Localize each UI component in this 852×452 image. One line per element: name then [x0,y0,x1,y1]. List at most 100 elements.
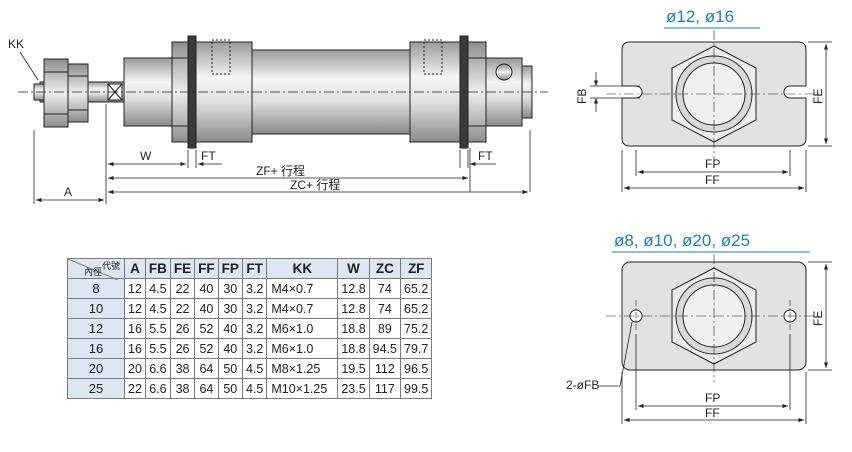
table-cell: 64 [194,378,219,399]
table-cell: 26 [169,338,196,359]
front-top-label-fe: FE [811,89,825,104]
table-cell: 4.5 [241,378,268,399]
table-cell: 30 [217,278,243,299]
table-cell: 40 [217,338,243,359]
table-cell: 30 [217,298,243,319]
col-header: KK [266,258,339,279]
front-bottom-label-2fb: 2-øFB [566,378,599,392]
front-view-bottom [606,254,822,382]
table-corner-cell: 代號 內徑 [67,258,125,280]
table-cell: 12 [124,278,146,299]
table-cell: 65.2 [400,298,433,319]
table-cell: 94.5 [368,338,402,359]
table-cell: 74 [368,298,402,319]
table-cell: M6×1.0 [266,318,339,339]
table-cell: 75.2 [400,318,433,339]
col-header: FF [194,258,219,279]
bore-cell: 12 [67,318,125,339]
side-view-dimensions [19,51,531,204]
front-bottom-title: ø8, ø10, ø20, ø25 [614,231,750,250]
col-header: FB [144,258,171,279]
table-cell: 12.8 [337,278,370,299]
table-cell: 22 [169,278,196,299]
table-cell: 16 [124,318,146,339]
label-zc: ZC+ 行程 [290,177,340,192]
front-bottom-dimensions [598,261,832,424]
table-cell: 12.8 [337,298,370,319]
col-header: FP [217,258,243,279]
table-cell: 64 [194,358,219,379]
table-cell: 52 [194,318,219,339]
table-cell: 5.5 [144,338,171,359]
table-cell: 5.5 [144,318,171,339]
bore-cell: 20 [67,358,125,379]
table-cell: 18.8 [337,318,370,339]
table-cell: 50 [217,358,243,379]
label-zf: ZF+ 行程 [256,163,305,178]
table-cell: M6×1.0 [266,338,339,359]
table-cell: 38 [169,378,196,399]
table-cell: 112 [368,358,402,379]
bore-cell: 8 [67,278,125,299]
table-cell: 23.5 [337,378,370,399]
table-cell: 38 [169,358,196,379]
col-header: FE [169,258,196,279]
table-cell: 3.2 [241,318,268,339]
label-ft-right: FT [478,149,493,163]
table-cell: 40 [194,298,219,319]
table-cell: 22 [169,298,196,319]
table-cell: 19.5 [337,358,370,379]
table-cell: M4×0.7 [266,278,339,299]
corner-label-bore: 內徑 [84,267,103,277]
bore-cell: 10 [67,298,125,319]
cylinder-side-view [18,35,548,149]
corner-label-code: 代號 [101,261,120,271]
table-cell: 16 [124,338,146,359]
table-cell: 52 [194,338,219,359]
table-cell: 4.5 [241,358,268,379]
table-cell: 40 [194,278,219,299]
label-kk: KK [8,37,24,51]
front-top-dimensions [590,41,832,192]
col-header: ZF [400,258,433,279]
table-cell: 117 [368,378,402,399]
table-header-row: 代號 內徑 A FB FE FF FP FT KK W ZC ZF [67,258,433,280]
table-cell: 3.2 [241,338,268,359]
table-cell: 3.2 [241,298,268,319]
front-top-label-ff: FF [705,173,720,187]
table-cell: 22 [124,378,146,399]
col-header: FT [241,258,268,279]
table-cell: 99.5 [400,378,433,399]
table-cell: 20 [124,358,146,379]
label-ft-left: FT [201,149,216,163]
front-top-label-fp: FP [705,157,720,171]
label-w: W [140,149,152,163]
bore-cell: 25 [67,378,125,399]
front-top-label-fb: FB [575,89,589,104]
table-cell: 4.5 [144,298,171,319]
front-bottom-label-fp: FP [705,391,720,405]
table-cell: 89 [368,318,402,339]
table-cell: 74 [368,278,402,299]
table-cell: 3.2 [241,278,268,299]
col-header: ZC [368,258,402,279]
table-cell: M8×1.25 [266,358,339,379]
front-bottom-label-fe: FE [811,311,825,326]
table-cell: 18.8 [337,338,370,359]
table-cell: M10×1.25 [266,378,339,399]
col-header: A [124,258,146,279]
table-cell: 96.5 [400,358,433,379]
table-cell: 79.7 [400,338,433,359]
table-cell: M4×0.7 [266,298,339,319]
front-view-top [606,30,822,160]
table-cell: 50 [217,378,243,399]
table-cell: 26 [169,318,196,339]
front-top-title: ø12, ø16 [666,7,734,26]
table-cell: 65.2 [400,278,433,299]
